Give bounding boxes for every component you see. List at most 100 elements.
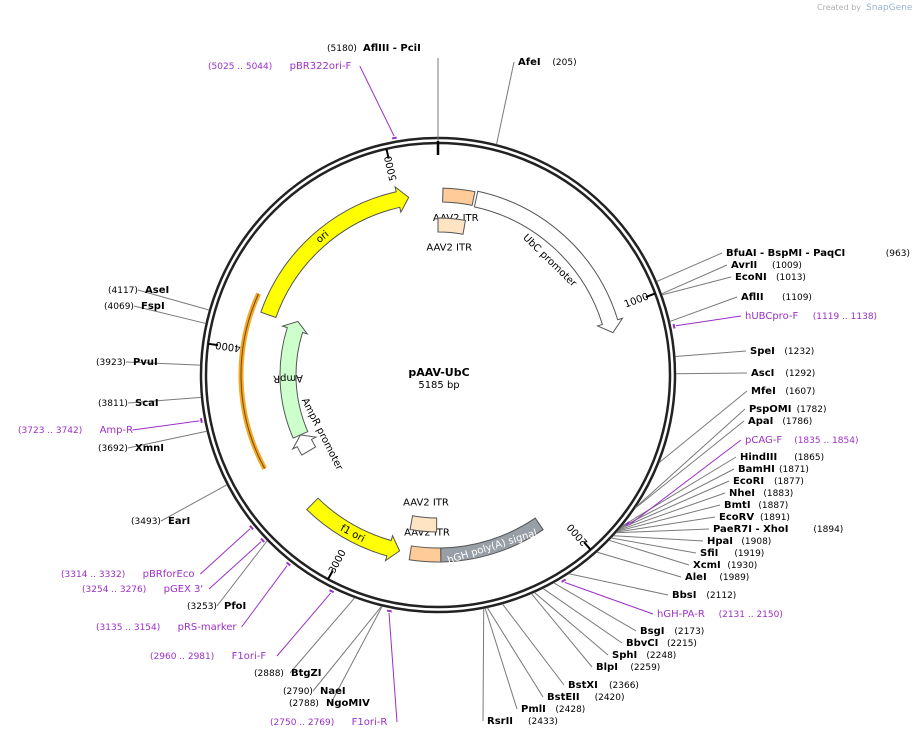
site-spei[interactable]: SpeI (1232)	[750, 346, 814, 357]
site-name: SpeI	[750, 346, 775, 357]
feature-ampr[interactable]	[279, 320, 309, 439]
feature-ori[interactable]	[260, 185, 410, 319]
feature-label-ampr-promoter: AmpR promoter	[299, 396, 345, 473]
site-sphi[interactable]: SphI(2248)	[612, 650, 676, 661]
site-mfei[interactable]: MfeI(1607)	[751, 386, 815, 397]
feature-aav2-itr[interactable]	[442, 187, 476, 206]
primer-f1ori-f[interactable]: (2960 .. 2981)F1ori-F	[150, 651, 266, 662]
primer-pgex-3[interactable]: (3254 .. 3276) pGEX 3'	[82, 584, 203, 595]
feature-ampr-promoter[interactable]	[291, 434, 318, 456]
site-ngomiv[interactable]: NgoMIV(2788)	[289, 698, 370, 709]
primer-pcag-f[interactable]: pCAG-F(1835 .. 1854)	[745, 435, 858, 446]
site-name: AscI	[751, 368, 774, 379]
site-rsrii[interactable]: RsrII(2433)	[487, 716, 558, 727]
site-apai[interactable]: ApaI(1786)	[748, 416, 812, 427]
site-leader	[312, 605, 382, 692]
feature-aav2-itr[interactable]	[408, 545, 442, 563]
primer-f1ori-r[interactable]: (2750 .. 2769)F1ori-R	[270, 717, 387, 728]
site-afei[interactable]: AfeI(205)	[518, 57, 577, 68]
site-bbsi[interactable]: BbsI(2112)	[672, 590, 736, 601]
site-xmni[interactable]: XmnI(3692)	[98, 443, 164, 454]
site-paer7i-xhoi[interactable]: PaeR7I - XhoI(1894)	[713, 524, 843, 535]
site-name: PfoI	[224, 601, 246, 612]
primer-name: F1ori-F	[232, 651, 267, 662]
site-btgzi[interactable]: BtgZI(2888)	[254, 668, 322, 679]
primer-range: (2750 .. 2769)	[270, 718, 334, 728]
site-name: BstXI	[568, 680, 598, 691]
site-leader	[496, 61, 515, 145]
primer-name: pGEX 3'	[164, 584, 204, 595]
site-econi[interactable]: EcoNI(1013)	[735, 272, 806, 283]
site-bstxi[interactable]: BstXI(2366)	[568, 680, 639, 691]
site-blpi[interactable]: BlpI(2259)	[596, 662, 660, 673]
primer-amp-r[interactable]: (3723 .. 3742)Amp-R	[18, 425, 133, 436]
site-sfii[interactable]: SfiI(1919)	[700, 548, 764, 559]
site-name: AseI	[145, 285, 169, 296]
site-pspomi[interactable]: PspOMI (1782)	[749, 404, 827, 415]
site-aflii[interactable]: AflII(1109)	[741, 292, 812, 303]
site-position: (1865)	[794, 453, 824, 463]
snapgene-logo: SnapGene	[866, 3, 913, 13]
site-position: (1871)	[779, 465, 809, 475]
site-name: PspOMI	[749, 404, 791, 415]
site-name: XcmI	[693, 560, 721, 571]
site-name: EcoRV	[719, 512, 754, 523]
site-nhei[interactable]: NheI(1883)	[729, 488, 793, 499]
site-leader	[542, 588, 623, 644]
site-alei[interactable]: AleI(1989)	[685, 572, 749, 583]
primer-pbr322ori-f[interactable]: (5025 .. 5044)pBR322ori-F	[208, 61, 351, 72]
site-bfuai-bspmi-paqci[interactable]: BfuAI - BspMI - PaqCI(963)	[726, 248, 910, 259]
primer-hubcpro-f[interactable]: hUBCpro-F(1119 .. 1138)	[745, 311, 877, 322]
site-name: FspI	[141, 301, 165, 312]
site-name: MfeI	[751, 386, 776, 397]
site-name: EcoNI	[735, 272, 767, 283]
site-position: (2788)	[289, 699, 319, 709]
site-pmli[interactable]: PmlI(2428)	[521, 704, 585, 715]
feature-label-aav2-itr: AAV2 ITR	[403, 497, 449, 508]
primer-pbrforeco[interactable]: (3314 .. 3332)pBRforEco	[61, 569, 194, 580]
site-position: (3811)	[98, 399, 128, 409]
site-afliii-pcii[interactable]: (5180)AflIII - PciI	[327, 43, 421, 54]
site-pfoi[interactable]: PfoI(3253)	[187, 601, 246, 612]
feature-ubc-promoter[interactable]	[473, 190, 624, 334]
feature-aav2-itr[interactable]	[437, 217, 467, 235]
site-asei[interactable]: AseI(4117)	[108, 285, 169, 296]
primer-site-mark	[249, 525, 254, 531]
site-name: EcoRI	[733, 476, 764, 487]
feature-f1-ori[interactable]	[306, 497, 401, 562]
site-ecorv[interactable]: EcoRV(1891)	[719, 512, 790, 523]
site-fspi[interactable]: FspI(4069)	[104, 301, 165, 312]
primer-site-mark	[391, 136, 397, 140]
site-hindiii[interactable]: HindIII(1865)	[740, 452, 824, 463]
site-bmti[interactable]: BmtI(1887)	[724, 500, 788, 511]
site-hpai[interactable]: HpaI(1908)	[707, 536, 771, 547]
site-name: ScaI	[135, 398, 159, 409]
site-position: (1232)	[784, 347, 814, 357]
site-xcmi[interactable]: XcmI(1930)	[693, 560, 757, 571]
site-ecori[interactable]: EcoRI(1877)	[733, 476, 804, 487]
site-pvui[interactable]: PvuI(3923)	[96, 357, 158, 368]
site-name: AvrII	[731, 260, 757, 271]
site-scai[interactable]: ScaI (3811)	[98, 398, 159, 409]
site-leader	[656, 252, 723, 282]
primer-hgh-pa-r[interactable]: hGH-PA-R(2131 .. 2150)	[657, 609, 783, 620]
site-bamhi[interactable]: BamHI(1871)	[738, 464, 809, 475]
site-bbvci[interactable]: BbvCI(2215)	[626, 638, 697, 649]
site-leader	[635, 408, 746, 508]
primer-range: (3254 .. 3276)	[82, 585, 146, 595]
orange-selection-arc	[238, 292, 267, 470]
feature-aav2-itr[interactable]	[409, 515, 438, 533]
site-naei[interactable]: NaeI(2790)	[283, 686, 346, 697]
site-bsgi[interactable]: BsgI(2173)	[640, 626, 704, 637]
site-eari[interactable]: EarI(3493)	[131, 516, 190, 527]
site-position: (1786)	[782, 417, 812, 427]
site-position: (2248)	[646, 651, 676, 661]
site-position: (1782)	[797, 405, 827, 415]
site-avrii[interactable]: AvrII(1009)	[731, 260, 802, 271]
primer-prs-marker[interactable]: (3135 .. 3154)pRS-marker	[96, 622, 237, 633]
site-asci[interactable]: AscI(1292)	[751, 368, 815, 379]
primer-leader	[132, 420, 200, 431]
primer-range: (3723 .. 3742)	[18, 426, 82, 436]
site-leader	[596, 551, 682, 578]
site-bsteii[interactable]: BstEII(2420)	[547, 692, 625, 703]
